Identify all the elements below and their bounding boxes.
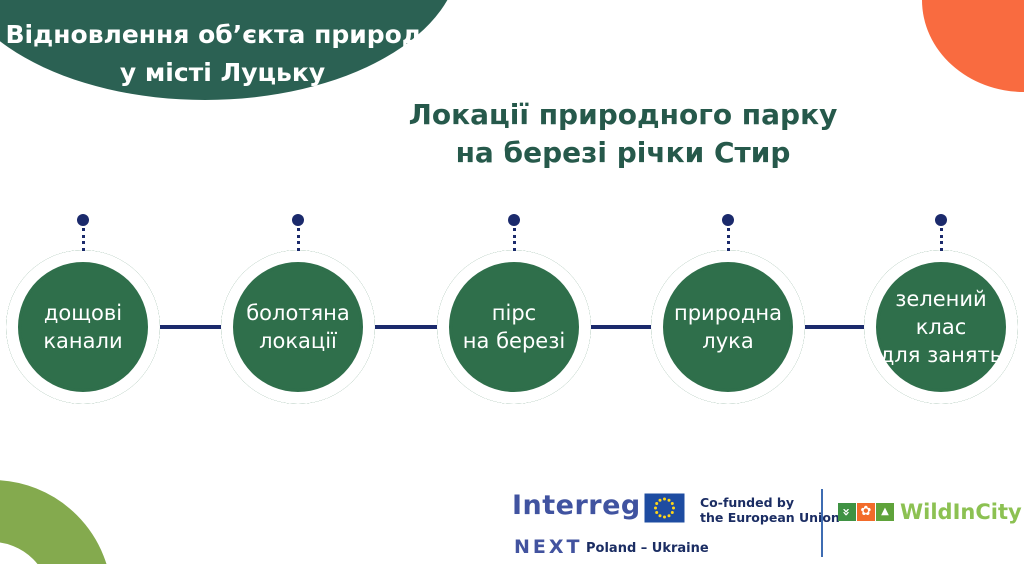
timeline-dot-4 <box>722 214 734 226</box>
program-label: Poland – Ukraine <box>586 541 709 556</box>
eu-flag-icon <box>643 492 686 524</box>
timeline-dot-1 <box>77 214 89 226</box>
timeline-dot-2 <box>292 214 304 226</box>
node-label-5: зелений клас для занять <box>879 287 1003 367</box>
flower-icon: ✿ <box>857 503 875 521</box>
node-label-4: природна лука <box>673 301 782 353</box>
timeline-dot-5 <box>935 214 947 226</box>
mountain-icon: ▲ <box>876 503 894 521</box>
timeline-dotted-line-4 <box>727 228 730 251</box>
timeline-dotted-line-1 <box>82 228 85 251</box>
wildincity-logo: « ✿ ▲ WildInCity <box>838 500 1022 524</box>
timeline-node-3: пірс на березі <box>437 250 591 404</box>
next-label: NEXT <box>514 536 583 558</box>
green-arc-shape <box>0 480 112 564</box>
node-label-1: дощові канали <box>43 301 123 353</box>
interreg-logo: Interreg <box>512 490 641 521</box>
bird-chevron-icon: « <box>838 503 856 521</box>
logo-divider <box>821 489 823 557</box>
timeline-dotted-line-3 <box>513 228 516 251</box>
timeline-node-5: зелений клас для занять <box>864 250 1018 404</box>
slide-title: Локації природного парку на березі річки… <box>408 98 838 169</box>
node-label-3: пірс на березі <box>462 301 566 353</box>
timeline-node-4: природна лука <box>651 250 805 404</box>
timeline-dotted-line-2 <box>297 228 300 251</box>
timeline-node-2: болотяна локації <box>221 250 375 404</box>
timeline-dot-3 <box>508 214 520 226</box>
wildincity-label: WildInCity <box>900 500 1022 524</box>
header-badge-title: Відновлення об’єкта природи у місті Луць… <box>5 20 440 87</box>
orange-blob-shape <box>922 0 1024 92</box>
node-label-2: болотяна локації <box>246 301 350 353</box>
cofunded-text: Co-funded by the European Union <box>700 495 840 525</box>
timeline-dotted-line-5 <box>940 228 943 251</box>
timeline-node-1: дощові канали <box>6 250 160 404</box>
